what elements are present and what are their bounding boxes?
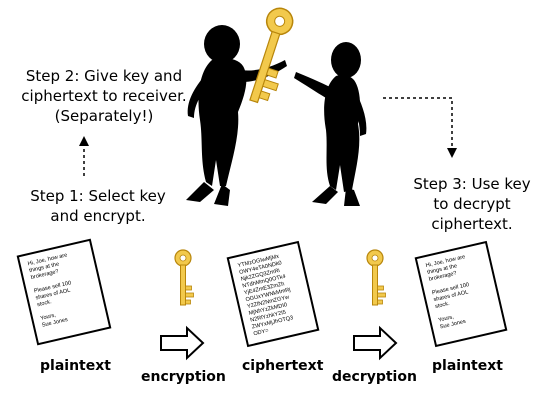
ciphertext-label: ciphertext <box>242 358 324 374</box>
decryption-arrow-icon <box>353 325 398 361</box>
plaintext-label-right: plaintext <box>432 358 503 374</box>
handover-key-icon <box>249 7 294 104</box>
right-person-icon <box>294 42 367 206</box>
decryption-label: decryption <box>332 369 417 385</box>
step1-to-step2-dashed-arrow <box>79 136 89 176</box>
encryption-label: encryption <box>141 369 226 385</box>
decryption-key-icon <box>366 249 386 306</box>
step2-to-step3-dashed-arrow <box>383 97 457 158</box>
plaintext-label-left: plaintext <box>40 358 111 374</box>
step-1-text: Step 1: Select key and encrypt. <box>30 187 166 225</box>
step-3-text: Step 3: Use key to decrypt ciphertext. <box>413 175 531 233</box>
encryption-key-icon <box>174 249 194 306</box>
encryption-arrow-icon <box>160 325 205 361</box>
step-2-text: Step 2: Give key and ciphertext to recei… <box>21 67 187 125</box>
